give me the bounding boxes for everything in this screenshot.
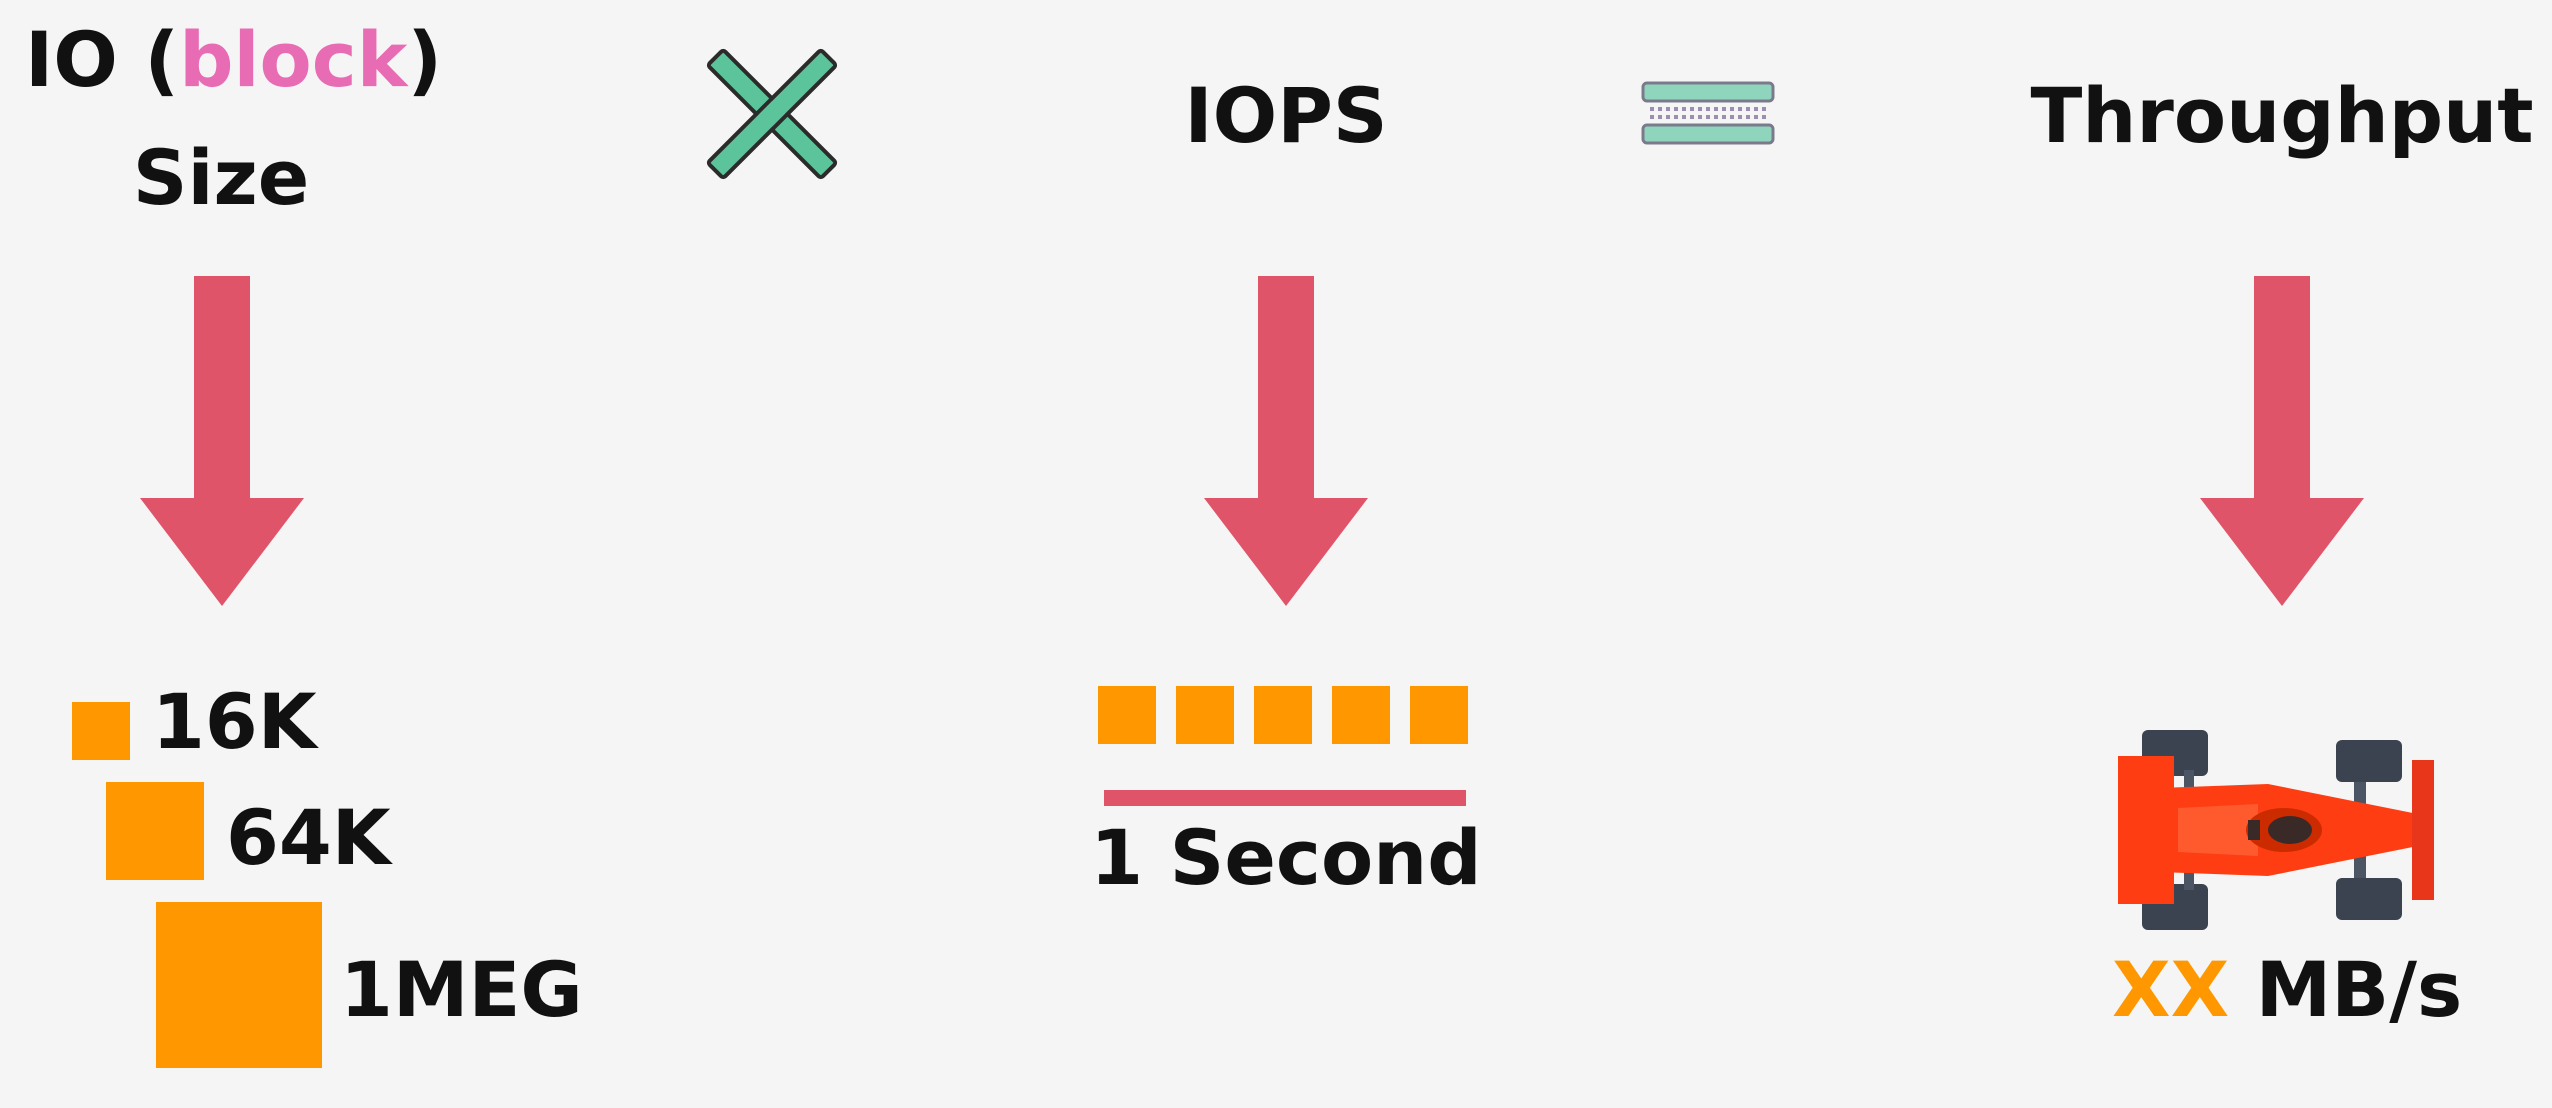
iops-block xyxy=(1254,686,1312,744)
iops-title: IOPS xyxy=(1184,71,1388,160)
arrow-down-icon-throughput xyxy=(2200,276,2364,606)
iops-block xyxy=(1098,686,1156,744)
io-size-title-suffix: ) xyxy=(407,15,443,104)
io-size-title-highlight: block xyxy=(179,15,408,104)
io-size-title-line2: Size xyxy=(132,133,310,222)
arrow-down-icon-io-size xyxy=(140,276,304,606)
equals-icon xyxy=(1640,80,1776,146)
throughput-value-unit: MB/s xyxy=(2255,945,2463,1034)
block-1meg-square xyxy=(156,902,322,1068)
iops-block xyxy=(1332,686,1390,744)
iops-caption: 1 Second xyxy=(1090,813,1482,902)
race-car-icon xyxy=(2118,730,2444,930)
block-16k-square xyxy=(72,702,130,760)
throughput-value-highlight: XX xyxy=(2112,945,2230,1034)
block-16k-label: 16K xyxy=(152,677,317,766)
block-1meg-label: 1MEG xyxy=(340,945,583,1034)
throughput-title: Throughput xyxy=(2030,71,2534,160)
iops-block xyxy=(1410,686,1468,744)
io-size-title: IO (block) xyxy=(25,22,442,98)
io-size-title-prefix: IO ( xyxy=(25,15,180,104)
block-64k-square xyxy=(106,782,204,880)
one-second-line xyxy=(1104,790,1466,806)
arrow-down-icon-iops xyxy=(1204,276,1368,606)
iops-block xyxy=(1176,686,1234,744)
multiply-icon xyxy=(698,40,846,188)
throughput-value: XX MB/s xyxy=(2112,952,2462,1028)
block-64k-label: 64K xyxy=(226,793,391,882)
iops-blocks xyxy=(1098,686,1470,744)
